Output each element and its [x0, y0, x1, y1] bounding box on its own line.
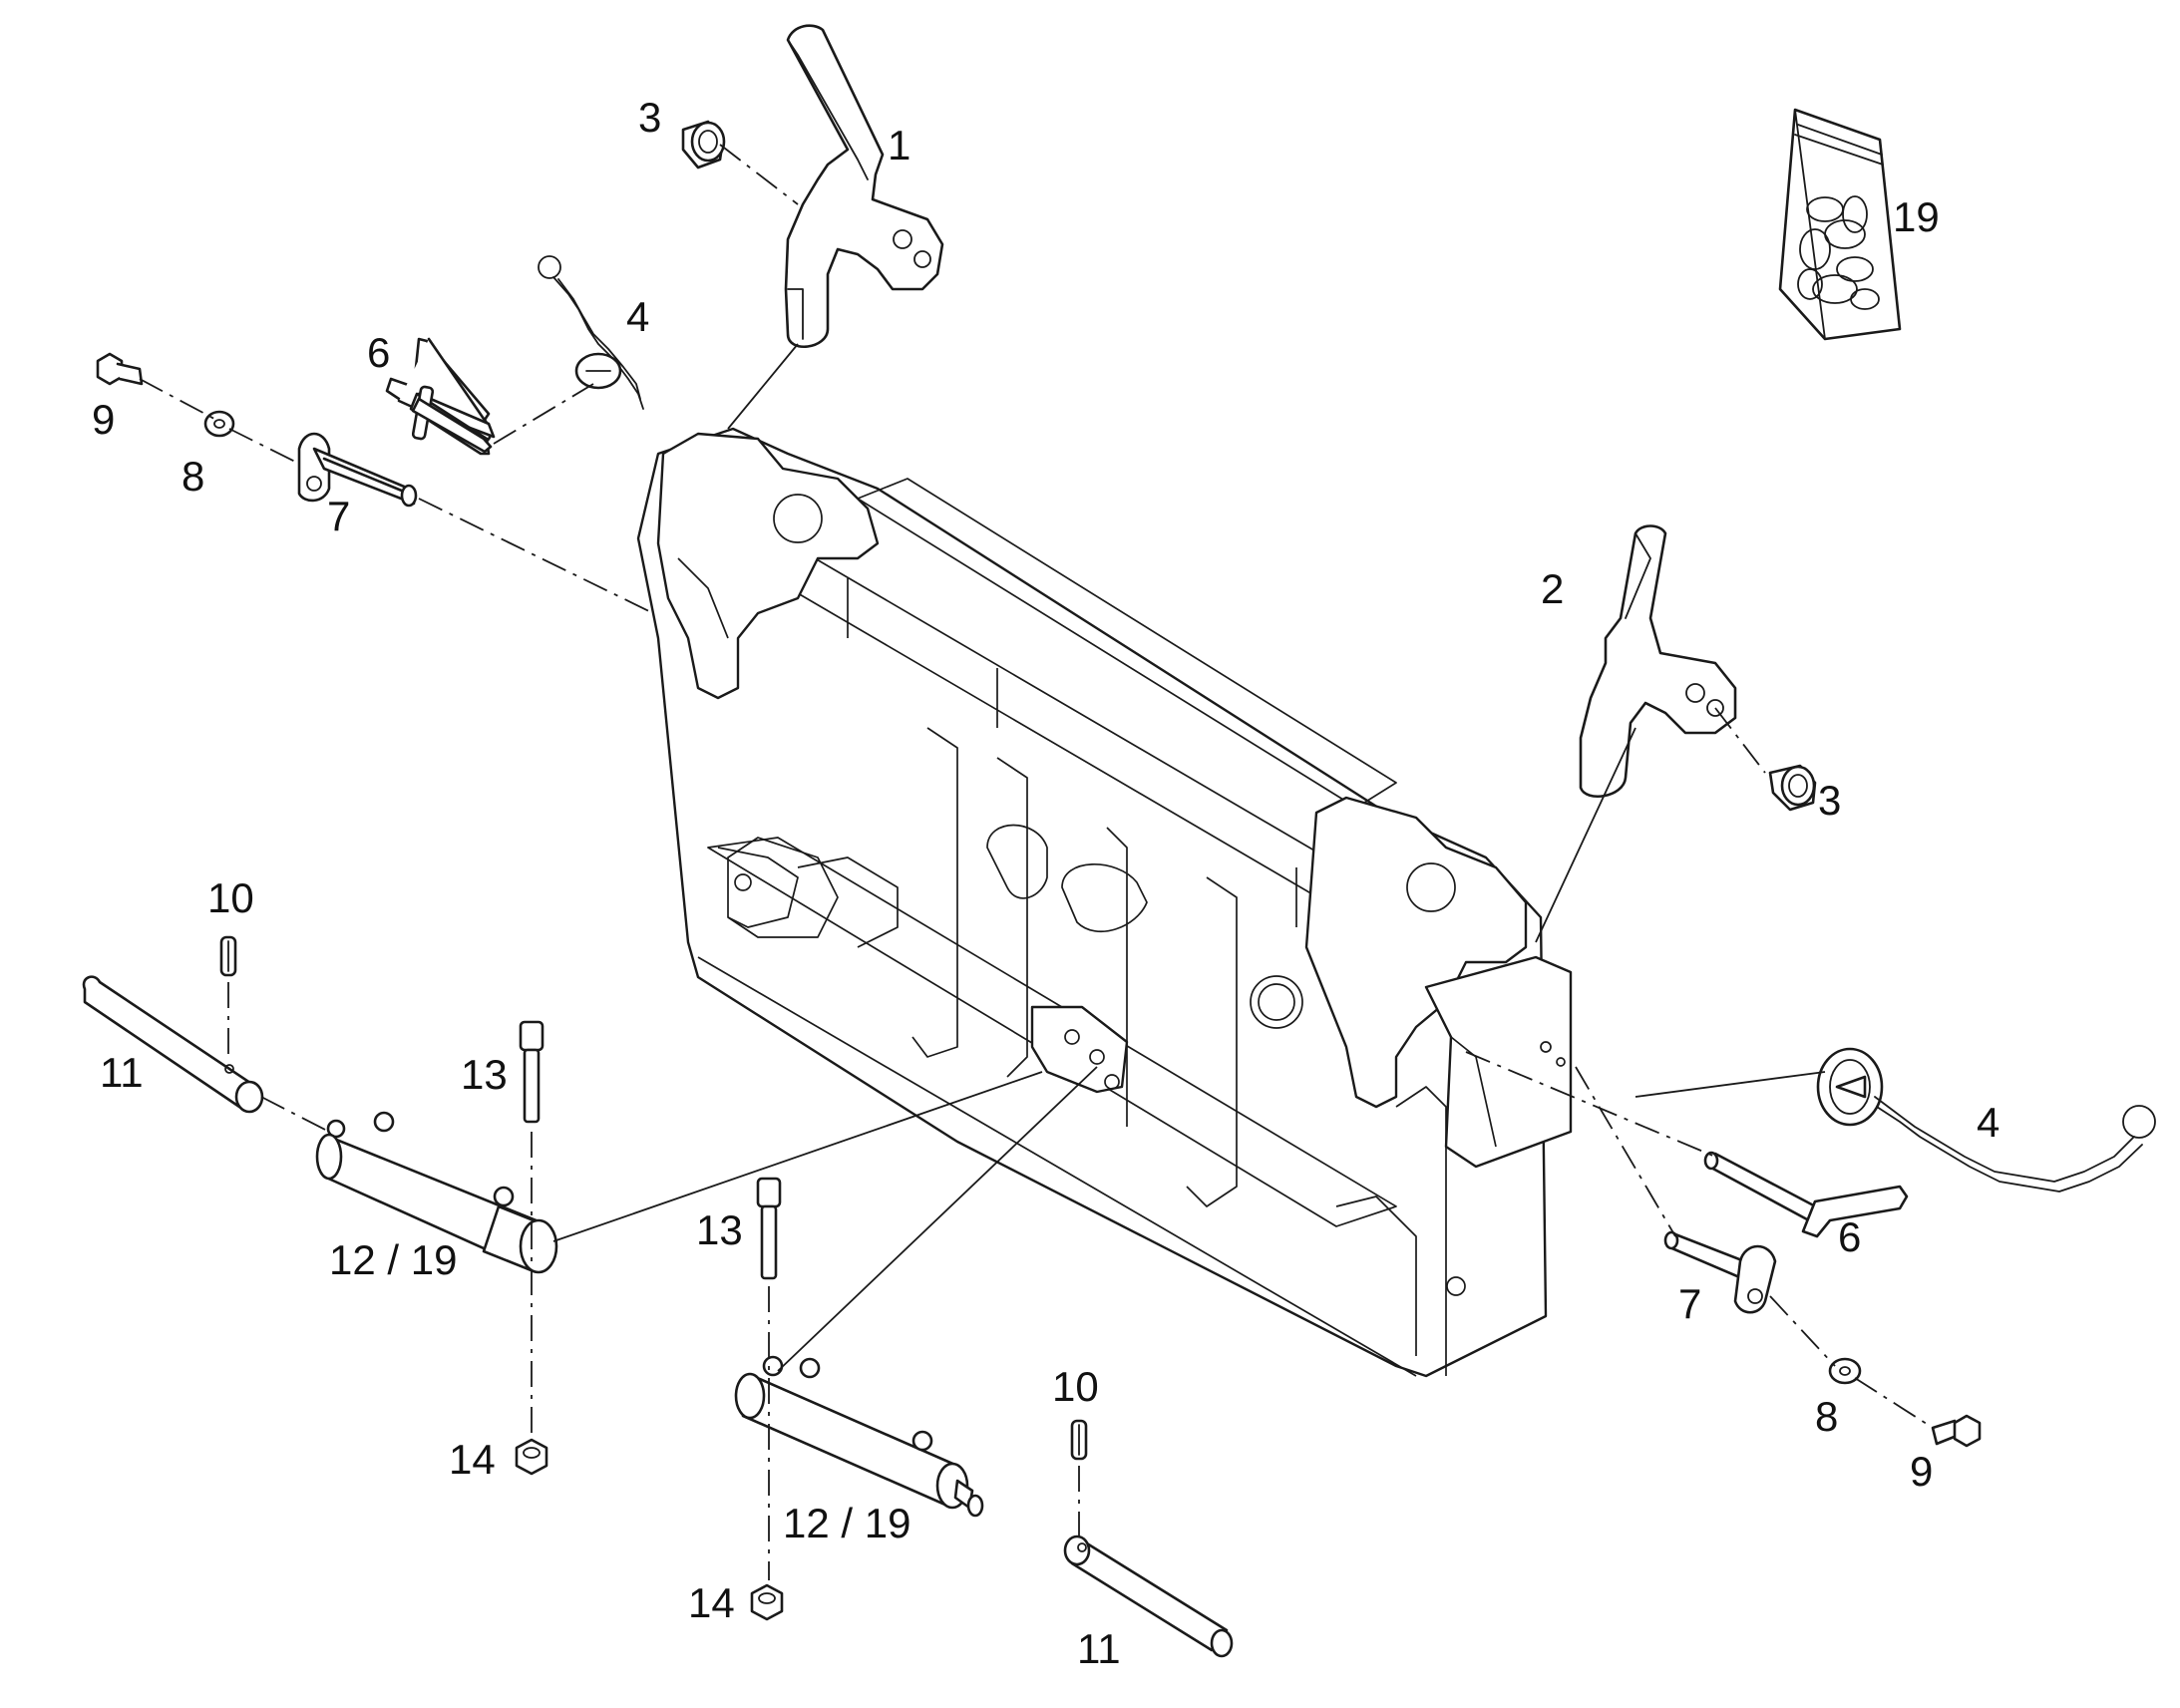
pin-7-upper [297, 432, 418, 508]
bolt-13-upper [519, 1020, 545, 1124]
bolt-9-upper [96, 352, 144, 386]
l-pin-6-lower [1703, 1151, 1909, 1238]
seal-kit-bag-19 [1778, 108, 1902, 341]
bolt-13-lower [756, 1177, 782, 1280]
callout-11-left: 11 [100, 1049, 144, 1096]
callout-2: 2 [1541, 565, 1564, 612]
l-pin-6-upper [385, 337, 496, 456]
callout-14-right: 14 [688, 1579, 735, 1626]
solid-leader-lines [552, 343, 1826, 1372]
quick-coupler-frame [636, 427, 1573, 1378]
callout-3-lower: 3 [1818, 777, 1841, 824]
callout-4-upper: 4 [626, 293, 649, 340]
callout-7-upper: 7 [327, 493, 350, 539]
lever-2 [1579, 524, 1737, 798]
cylinder-12-upper [315, 1111, 558, 1274]
callout-8-upper: 8 [182, 453, 204, 500]
callout-10-right: 10 [1052, 1363, 1099, 1410]
dashed-assembly-lines [139, 144, 1931, 1580]
callout-6-upper: 6 [367, 329, 390, 376]
callout-labels: 1 2 3 3 4 4 6 6 7 7 8 8 9 9 10 10 11 11 … [92, 94, 1999, 1672]
callout-3-upper: 3 [638, 94, 661, 141]
callout-7-lower: 7 [1678, 1280, 1701, 1327]
roll-pin-10-right [1070, 1419, 1088, 1461]
roll-pin-10-left [219, 935, 237, 977]
nut-14-left [515, 1438, 548, 1476]
callout-6-lower: 6 [1838, 1213, 1861, 1260]
washer-8-lower [1828, 1357, 1862, 1385]
washer-8-upper [203, 410, 235, 438]
callout-1: 1 [888, 122, 910, 169]
callout-4-lower: 4 [1977, 1099, 1999, 1146]
nut-14-right [750, 1583, 784, 1621]
lynch-pin-4-upper [538, 255, 644, 410]
bushing-3-upper [681, 120, 726, 170]
callout-19: 19 [1893, 193, 1940, 240]
callout-12-19-upper: 12 / 19 [329, 1236, 457, 1283]
callout-14-left: 14 [449, 1436, 496, 1483]
callout-8-lower: 8 [1815, 1393, 1838, 1440]
lever-1 [784, 24, 944, 349]
callout-13-lower: 13 [696, 1206, 743, 1253]
callout-11-right: 11 [1077, 1625, 1121, 1672]
bolt-9-lower [1931, 1414, 1982, 1448]
pin-7-lower [1663, 1230, 1777, 1314]
lynch-pin-4-lower [1816, 1047, 2156, 1193]
callout-9-lower: 9 [1910, 1448, 1933, 1495]
callout-10-left: 10 [207, 874, 254, 921]
bushing-3-lower [1768, 764, 1817, 812]
callout-13-upper: 13 [461, 1051, 508, 1098]
callout-12-19-lower: 12 / 19 [783, 1500, 910, 1546]
callout-9-upper: 9 [92, 396, 115, 443]
pin-11-right [1063, 1535, 1234, 1658]
cylinder-12-lower [734, 1355, 984, 1518]
